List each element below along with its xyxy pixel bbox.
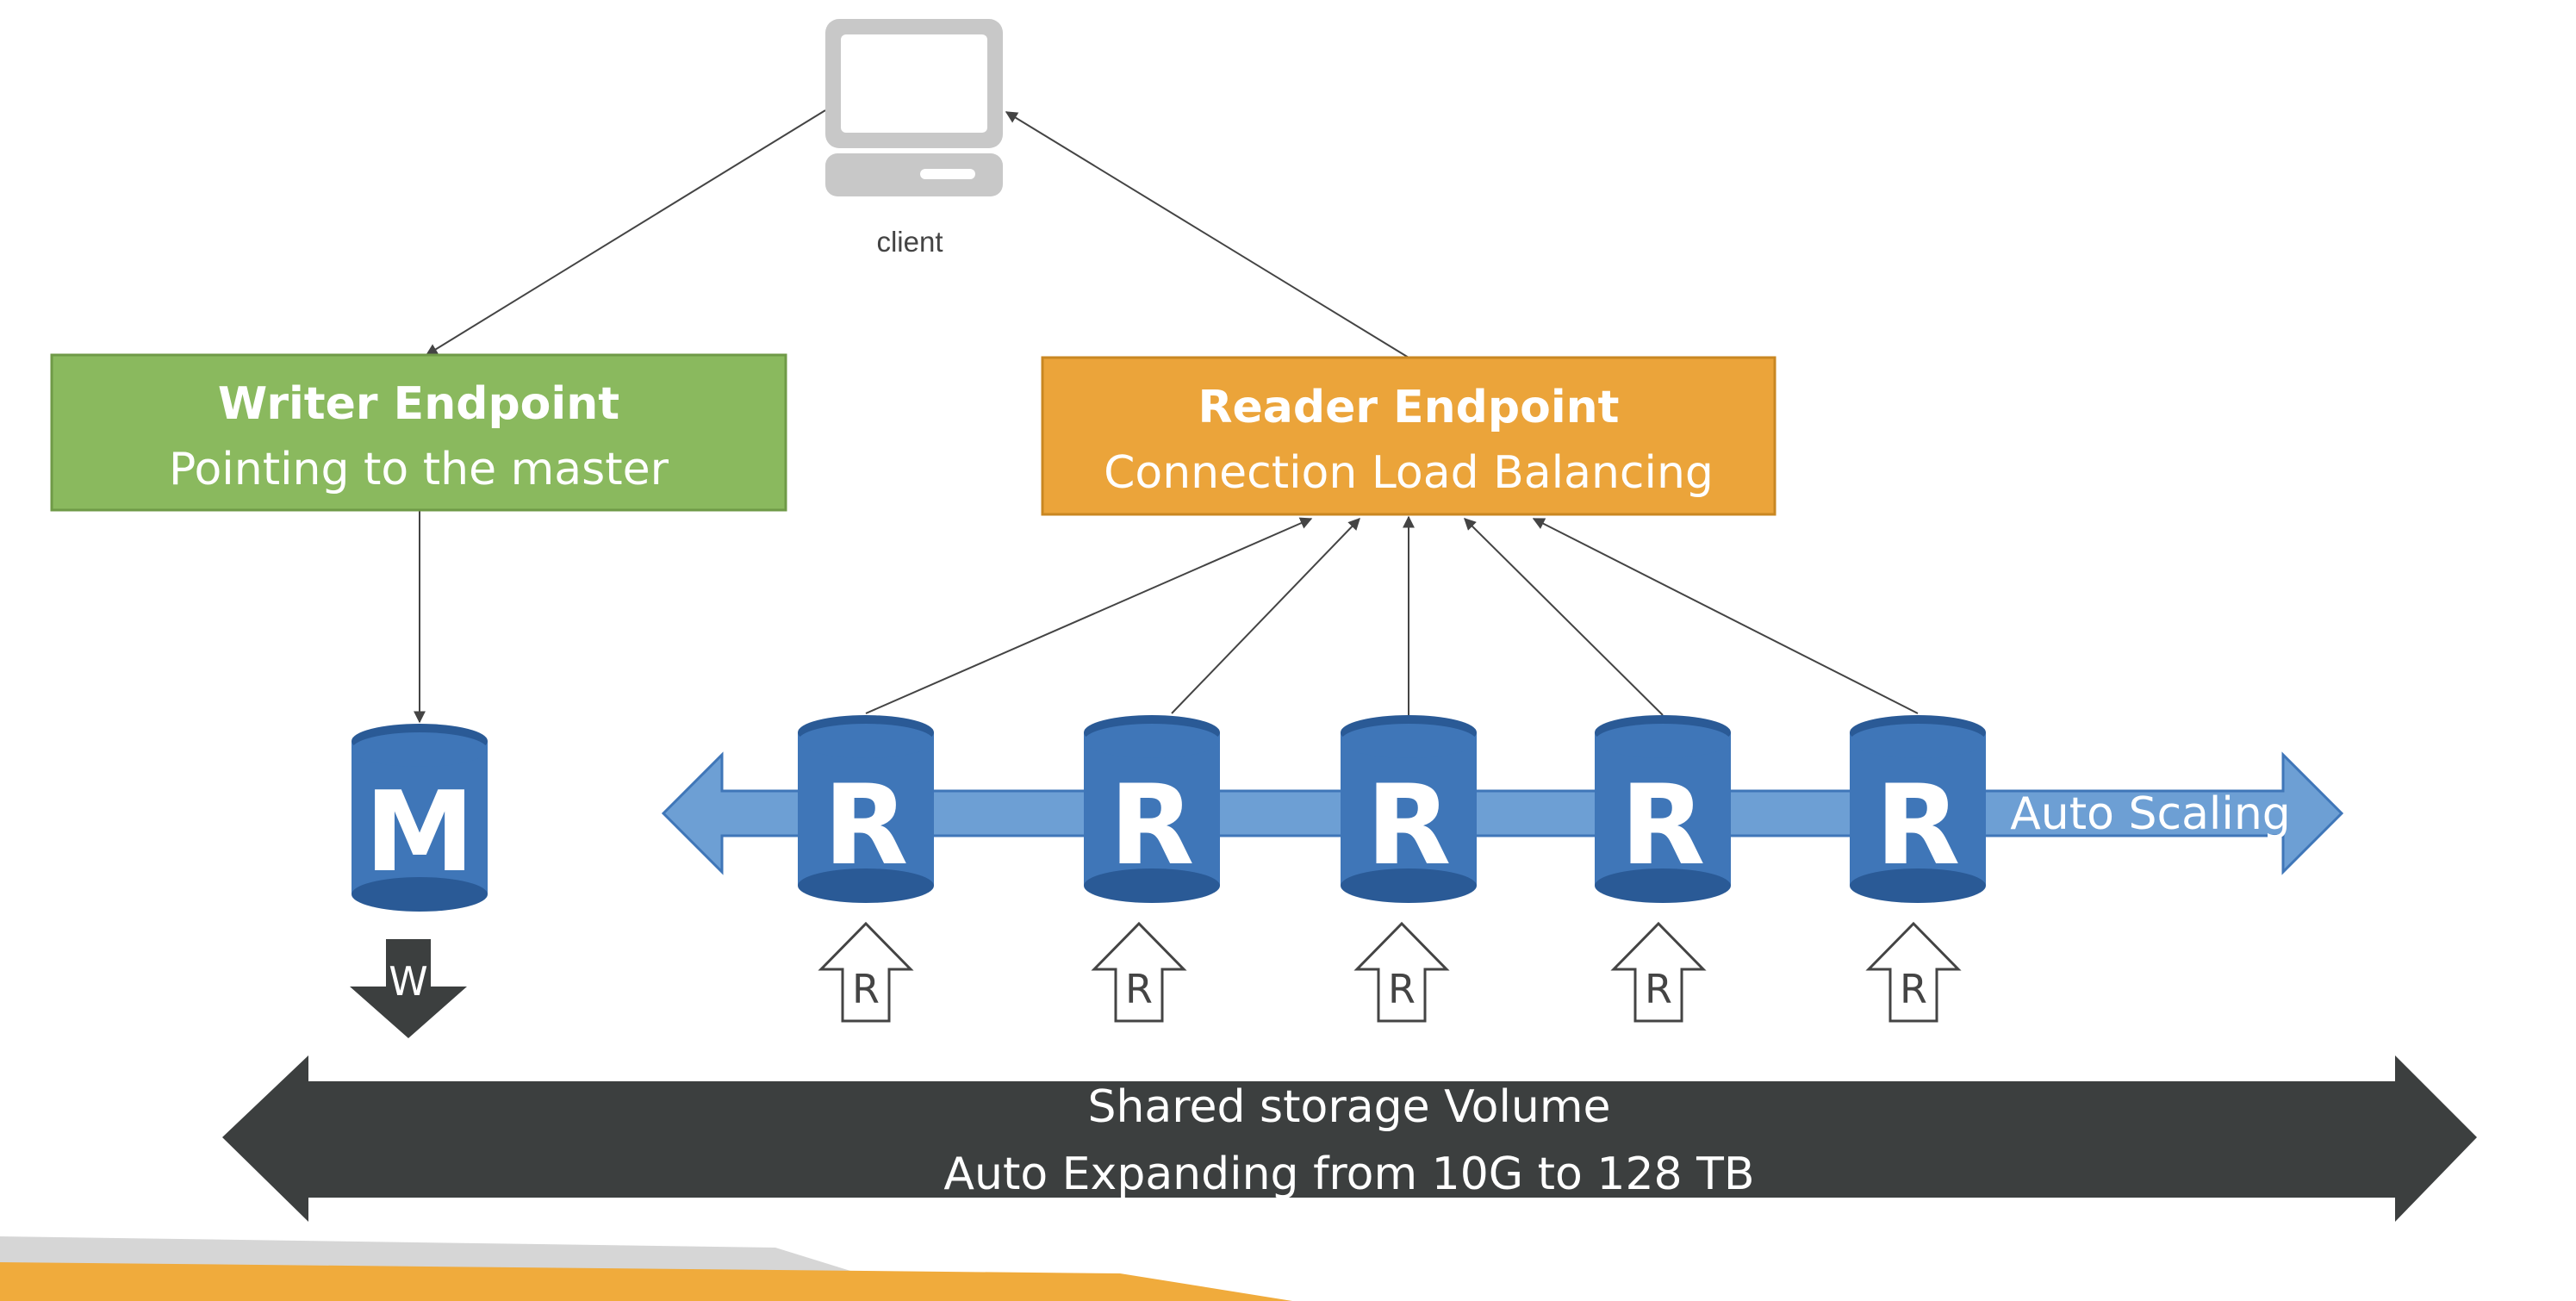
replica-db-letter: R xyxy=(1876,762,1961,890)
read-arrow-icon: R xyxy=(1865,921,1962,1023)
connectors xyxy=(414,109,1919,724)
writer-endpoint-subtitle: Pointing to the master xyxy=(169,444,669,495)
shared-storage-arrow xyxy=(222,1055,2477,1222)
replica-2-to-reader-arrow xyxy=(1171,517,1360,714)
read-arrow-icon: R xyxy=(818,921,914,1023)
reader-to-client-arrow xyxy=(1005,111,1409,358)
client-label: client xyxy=(876,226,943,258)
write-arrow-letter: W xyxy=(389,958,427,1005)
master-db-icon: M xyxy=(352,724,488,912)
replica-db-letter: R xyxy=(1110,762,1195,890)
replica-1-to-reader-arrow xyxy=(865,517,1313,714)
replica-4-to-reader-arrow xyxy=(1464,518,1664,716)
read-arrow-icon: R xyxy=(1610,921,1707,1023)
replica-db-letter: R xyxy=(1366,762,1452,890)
read-arrow-letter: R xyxy=(1125,966,1153,1012)
read-arrow-letter: R xyxy=(1388,966,1416,1012)
replica-db-4: R xyxy=(1595,715,1731,903)
storage-line-1: Shared storage Volume xyxy=(1087,1081,1610,1133)
reader-endpoint-subtitle: Connection Load Balancing xyxy=(1104,447,1714,499)
client-computer-icon xyxy=(825,19,1003,196)
reader-endpoint-title: Reader Endpoint xyxy=(1198,382,1619,433)
auto-scaling-arrow xyxy=(661,751,2344,875)
replica-5-to-reader-arrow xyxy=(1532,518,1919,714)
bottom-decoration xyxy=(0,1236,1292,1301)
storage-line-2: Auto Expanding from 10G to 128 TB xyxy=(943,1148,1754,1200)
write-arrow-icon: W xyxy=(350,939,467,1038)
replica-db-5: R xyxy=(1850,715,1986,903)
read-arrow-letter: R xyxy=(852,966,880,1012)
read-arrow-letter: R xyxy=(1900,966,1927,1012)
writer-endpoint-box: Writer Endpoint Pointing to the master xyxy=(50,353,787,512)
client-to-writer-arrow xyxy=(425,109,826,356)
replica-db-letter: R xyxy=(1621,762,1706,890)
replica-db-3: R xyxy=(1341,715,1477,903)
replica-db-2: R xyxy=(1084,715,1220,903)
replica-db-1: R xyxy=(798,715,934,903)
writer-endpoint-title: Writer Endpoint xyxy=(218,378,619,430)
master-db-letter: M xyxy=(364,769,474,897)
replica-db-letter: R xyxy=(824,762,909,890)
read-arrow-letter: R xyxy=(1645,966,1672,1012)
read-arrow-icon: R xyxy=(1091,921,1187,1023)
reader-endpoint-box: Reader Endpoint Connection Load Balancin… xyxy=(1041,356,1776,516)
auto-scaling-label: Auto Scaling xyxy=(2010,788,2291,840)
read-arrow-icon: R xyxy=(1353,921,1450,1023)
